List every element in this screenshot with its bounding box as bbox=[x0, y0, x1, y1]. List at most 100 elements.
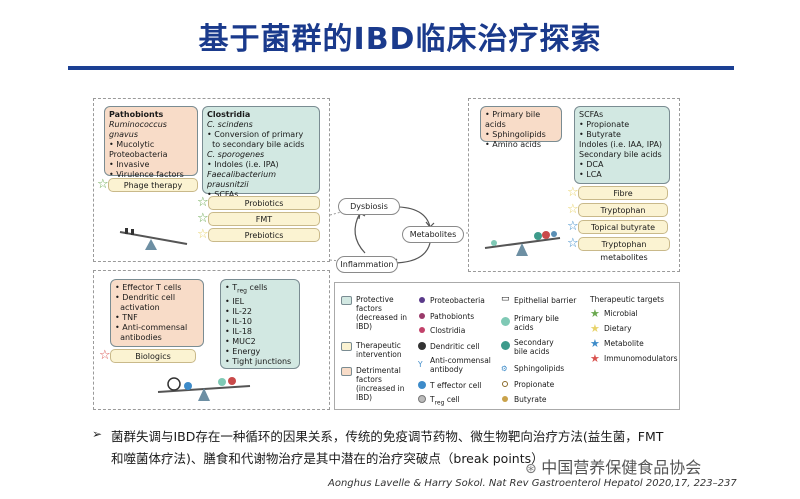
metabolite-line: • LCA bbox=[579, 170, 602, 179]
metabolite-star-icon: ☆ bbox=[567, 219, 579, 234]
dysbiosis-node: Dysbiosis bbox=[338, 198, 400, 215]
metabolite-line: • DCA bbox=[579, 160, 604, 169]
epithelial-barrier-icon: ▭ bbox=[501, 294, 510, 304]
immune-line: • Effector T cells bbox=[115, 283, 182, 292]
immune-line: • Tight junctions bbox=[225, 356, 292, 366]
immune-line: activation bbox=[115, 303, 160, 312]
metabolite-line: • Butyrate bbox=[579, 130, 621, 139]
legend-protective-label: Protective factors (decreased in IBD) bbox=[356, 295, 408, 331]
clostridia-heading: Clostridia bbox=[207, 110, 251, 119]
propionate-icon bbox=[502, 381, 508, 387]
legend-target-dietary: Dietary bbox=[604, 324, 632, 333]
legend-target-metabolite: Metabolite bbox=[604, 339, 644, 348]
dendritic-cell-icon bbox=[418, 342, 426, 350]
bullet-arrow-icon: ➢ bbox=[92, 427, 103, 441]
inflammation-node: Inflammation bbox=[336, 256, 398, 273]
pathobionts-line: • Virulence factors bbox=[109, 170, 184, 179]
legend-dendritic-cell: Dendritic cell bbox=[430, 342, 480, 351]
dietary-star-icon: ☆ bbox=[197, 227, 209, 242]
protective-metabolites-box: SCFAs • Propionate • Butyrate Indoles (i… bbox=[574, 106, 670, 184]
legend-pathobionts: Pathobionts bbox=[430, 312, 475, 321]
topical-butyrate-pill: Topical butyrate bbox=[578, 220, 668, 234]
legend-clostridia: Clostridia bbox=[430, 326, 466, 335]
watermark: ⊛ 中国营养保健食品协会 bbox=[525, 458, 702, 477]
immune-line: • IL-18 bbox=[225, 326, 253, 336]
clostridia-line: Faecalibacterium prausnitzii bbox=[207, 170, 276, 189]
metabolites-node: Metabolites bbox=[402, 226, 464, 243]
clostridia-line: • SCFAs bbox=[207, 190, 239, 199]
microbial-star-icon: ☆ bbox=[97, 177, 109, 192]
protective-immune-box: • Treg cells • IEL • IL-22 • IL-10 • IL-… bbox=[220, 279, 300, 369]
t-effector-icon bbox=[418, 381, 426, 389]
clostridia-line: C. scindens bbox=[207, 120, 253, 129]
page-title: 基于菌群的IBD临床治疗探索 bbox=[198, 22, 602, 57]
phage-therapy-pill: Phage therapy bbox=[108, 178, 198, 192]
sphingolipid-icon: ⚙ bbox=[501, 364, 508, 373]
legend-targets-title: Therapeutic targets bbox=[590, 295, 665, 304]
legend-sphingolipids: Sphingolipids bbox=[514, 364, 565, 373]
legend-t-effector: T effector cell bbox=[430, 381, 482, 390]
clostridia-line: • Indoles (i.e. IPA) bbox=[207, 160, 279, 169]
clostridia-box: Clostridia C. scindens • Conversion of p… bbox=[202, 106, 320, 199]
immunomodulator-star-icon: ★ bbox=[590, 352, 600, 365]
metabolite-line: SCFAs bbox=[579, 110, 604, 119]
dietary-star-icon: ☆ bbox=[567, 202, 579, 217]
immune-line: • IL-10 bbox=[225, 316, 253, 326]
legend-proteobacteria: Proteobacteria bbox=[430, 296, 485, 305]
clostridia-icon bbox=[419, 327, 425, 333]
dietary-star-icon: ★ bbox=[590, 322, 600, 335]
clostridia-line: • Conversion of primary bbox=[207, 130, 304, 139]
detrimental-immune-box: • Effector T cells • Dendritic cell acti… bbox=[110, 279, 204, 347]
protective-swatch bbox=[341, 296, 352, 305]
pathobionts-icon bbox=[419, 313, 425, 319]
treg-line: • Treg cells bbox=[225, 283, 268, 295]
fibre-pill: Fibre bbox=[578, 186, 668, 200]
metabolite-line: • Primary bile acids bbox=[485, 110, 541, 129]
metabolite-line: • Propionate bbox=[579, 120, 630, 129]
immunomodulator-star-icon: ☆ bbox=[99, 348, 111, 363]
legend-propionate: Propionate bbox=[514, 380, 555, 389]
legend-secondary-bile-acids: Secondary bile acids bbox=[514, 338, 554, 356]
citation: Aonghus Lavelle & Harry Sokol. Nat Rev G… bbox=[328, 478, 737, 489]
legend-epithelial-barrier: Epithelial barrier bbox=[514, 296, 577, 305]
summary-text-line-2: 和噬菌体疗法)、膳食和代谢物治疗是其中潜在的治疗突破点（break points… bbox=[111, 451, 544, 466]
title-divider bbox=[68, 66, 734, 70]
summary-text-line-1: 菌群失调与IBD存在一种循环的因果关系，传统的免疫调节药物、微生物靶向治疗方法(… bbox=[111, 429, 664, 444]
metabolite-line: Indoles (i.e. IAA, IPA) bbox=[579, 140, 663, 149]
primary-metabolites-box: • Primary bile acids • Sphingolipids • A… bbox=[480, 106, 562, 149]
secondary-bile-acid-icon bbox=[501, 341, 510, 350]
pathobionts-line: • Invasive bbox=[109, 160, 150, 169]
immune-line: • MUC2 bbox=[225, 336, 256, 346]
legend-target-microbial: Microbial bbox=[604, 309, 638, 318]
butyrate-icon bbox=[502, 396, 508, 402]
metabolite-line: • Sphingolipids bbox=[485, 130, 546, 139]
fmt-pill: FMT bbox=[208, 212, 320, 226]
legend-treg: Treg cell bbox=[430, 395, 460, 407]
metabolite-line: Secondary bile acids bbox=[579, 150, 662, 159]
tryptophan-metabolites-pill: Tryptophan metabolites bbox=[578, 237, 670, 262]
immune-line: • Dendritic cell bbox=[115, 293, 176, 302]
legend-antibody: Anti-commensal antibody bbox=[430, 356, 491, 374]
pathobionts-line: Ruminococcus gnavus bbox=[109, 120, 167, 139]
clostridia-line: C. sporogenes bbox=[207, 150, 265, 159]
clostridia-line: to secondary bile acids bbox=[207, 140, 305, 149]
pathobionts-line: Proteobacteria bbox=[109, 150, 168, 159]
seesaw-icon bbox=[157, 377, 251, 401]
legend-therapeutic-label: Therapeutic intervention bbox=[356, 341, 402, 359]
immune-line: • IEL bbox=[225, 296, 245, 306]
pathobionts-heading: Pathobionts bbox=[109, 110, 164, 119]
primary-bile-acid-icon bbox=[501, 317, 510, 326]
treg-icon bbox=[418, 395, 426, 403]
legend-butyrate: Butyrate bbox=[514, 395, 547, 404]
therapeutic-swatch bbox=[341, 342, 352, 351]
immune-line: • Energy bbox=[225, 346, 261, 356]
microbial-star-icon: ☆ bbox=[197, 211, 209, 226]
legend-primary-bile-acids: Primary bile acids bbox=[514, 314, 559, 332]
immune-line: • TNF bbox=[115, 313, 138, 322]
probiotics-pill: Probiotics bbox=[208, 196, 320, 210]
immune-line: antibodies bbox=[115, 333, 162, 342]
seesaw-icon bbox=[119, 228, 188, 250]
pathobionts-line: • Mucolytic bbox=[109, 140, 155, 149]
tryptophan-pill: Tryptophan bbox=[578, 203, 668, 217]
immune-line: • IL-22 bbox=[225, 306, 253, 316]
